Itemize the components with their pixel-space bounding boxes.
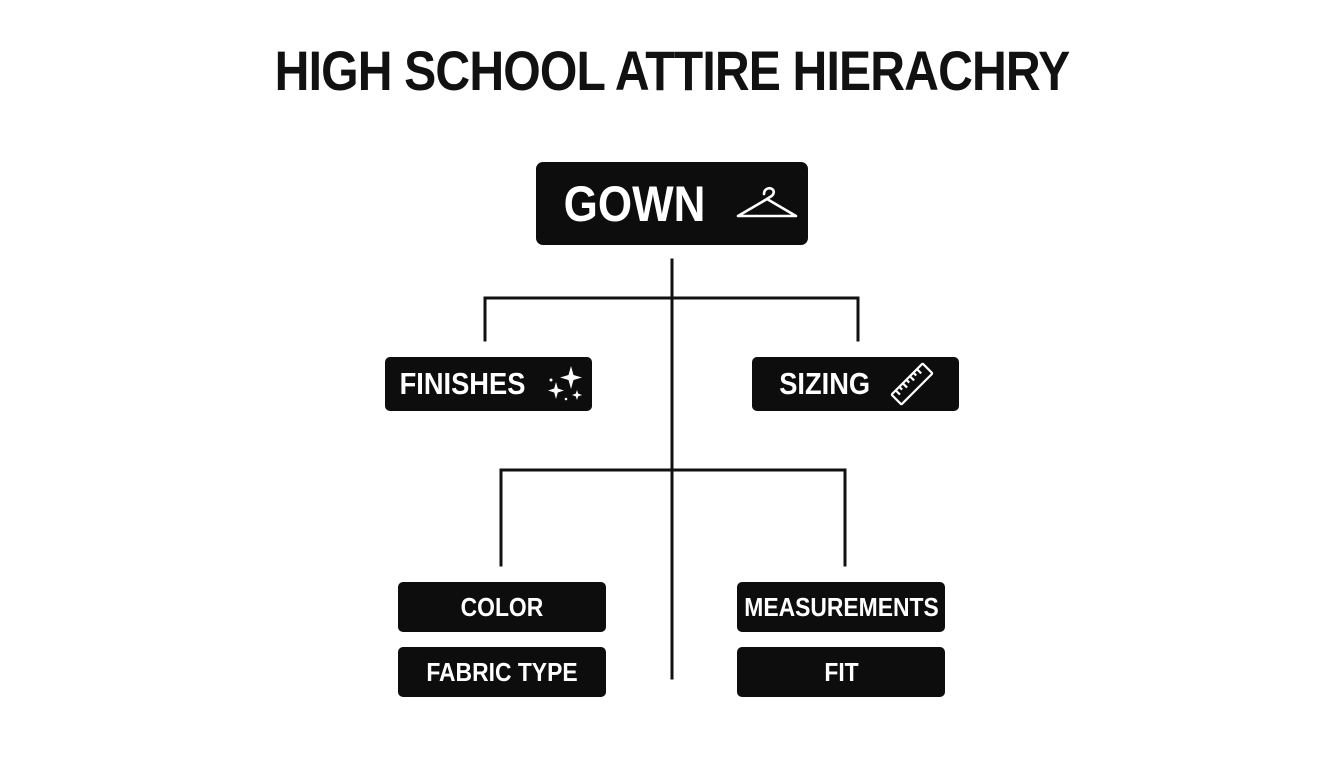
node-fit: FIT — [737, 647, 945, 697]
node-gown-label: GOWN — [564, 175, 706, 232]
node-gown: GOWN — [536, 162, 808, 245]
node-measurements: MEASUREMENTS — [737, 582, 945, 632]
node-fabric-type: FABRIC TYPE — [398, 647, 606, 697]
node-measurements-label: MEASUREMENTS — [743, 591, 939, 622]
hanger-icon — [734, 184, 800, 224]
node-fit-label: FIT — [823, 656, 859, 687]
node-color-label: COLOR — [460, 591, 544, 622]
node-color: COLOR — [398, 582, 606, 632]
sparkles-icon — [544, 364, 586, 404]
ruler-icon — [886, 362, 938, 406]
node-fabric-type-label: FABRIC TYPE — [426, 656, 578, 687]
node-finishes-label: FINISHES — [399, 366, 526, 401]
node-finishes: FINISHES — [385, 357, 592, 411]
node-sizing: SIZING — [752, 357, 959, 411]
node-sizing-label: SIZING — [779, 366, 870, 401]
diagram-title: HIGH SCHOOL ATTIRE HIERACHRY — [274, 39, 1071, 102]
